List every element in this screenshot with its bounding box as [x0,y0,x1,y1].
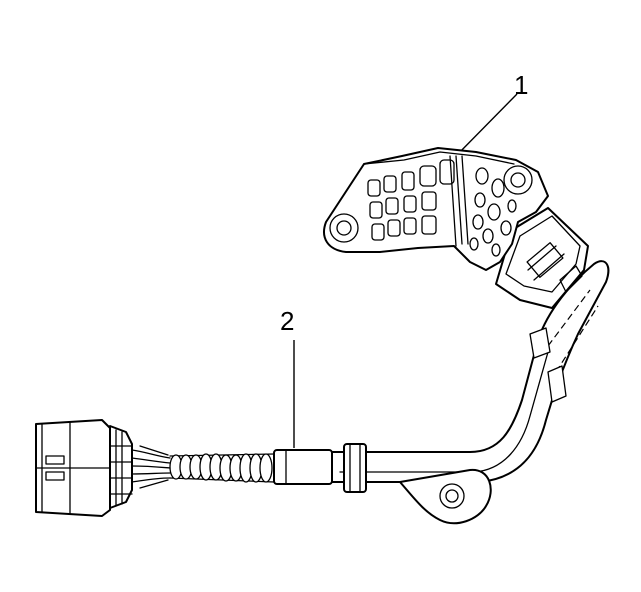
switch-cells [367,159,455,241]
callout-1-leader [453,93,518,159]
callout-2-label: 2 [280,306,294,336]
harness-bracket-arm [329,260,610,525]
callout-2: 2 [280,306,295,448]
callout-1-label: 1 [514,70,528,100]
corrugated-conduit [169,453,275,483]
range-switch-body [323,147,549,271]
switch-contact-pads [469,167,517,257]
callout-1: 1 [453,70,528,159]
switch-connector [495,207,589,309]
exposed-wires [131,445,171,489]
harness-sleeve [273,443,367,493]
switch-ribs [449,155,469,247]
harness-connector-left [35,419,133,517]
